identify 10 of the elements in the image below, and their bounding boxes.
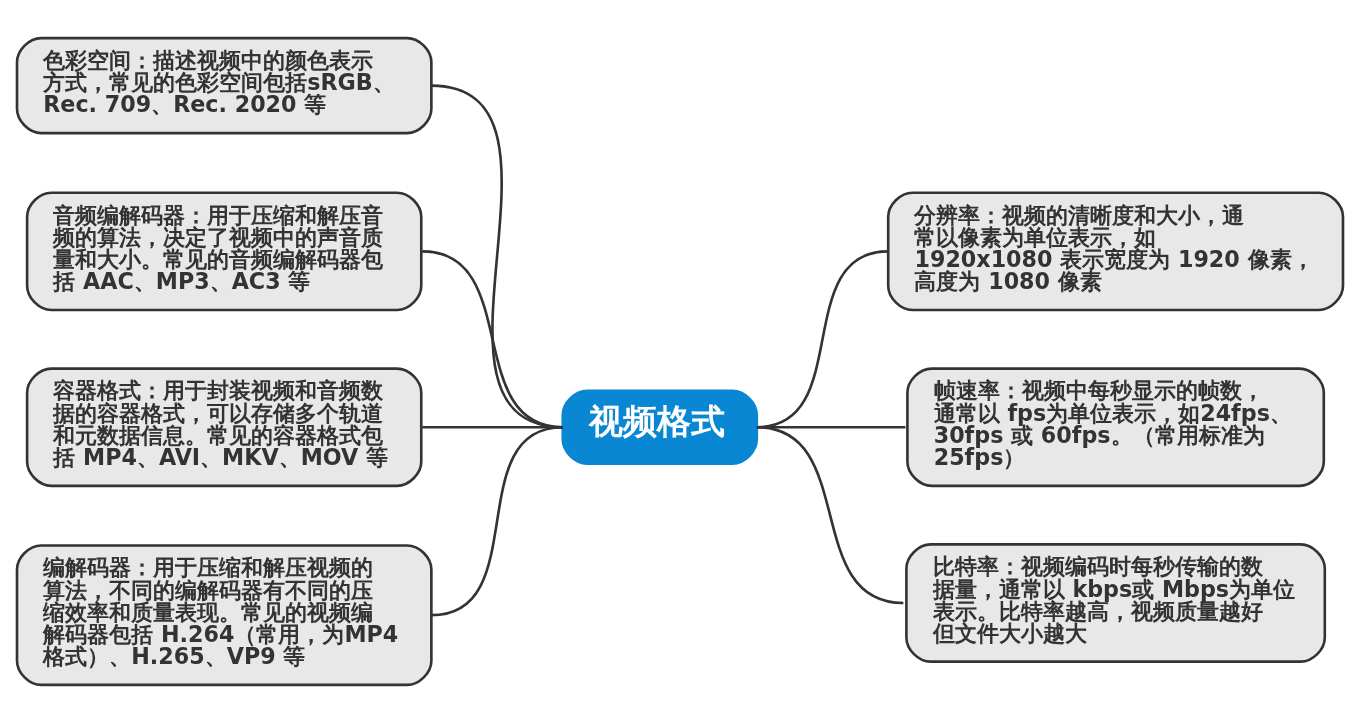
node-box: 分辨率：视频的清晰度和大小，通常以像素为单位表示，如1920x1080 表示宽度为 1920 像素，高度为 1080 像素: [886, 190, 1345, 311]
node-box: 帧速率：视频中每秒显示的帧数，通常以 fps为单位表示，如24fps、30fps 或 60fps。（常用标准为25fps）: [906, 366, 1326, 487]
node-box: 容器格式：用于封装视频和音频数据的容器格式，可以存储多个轨道和元数据信息。常见的容器格式包括 MP4、AVI、MKV、MOV 等: [25, 366, 423, 487]
connector: [431, 425, 563, 616]
node-box: 编解码器：用于压缩和解压视频的算法，不同的编解码器有不同的压缩效率和质量表现。常见的视频编解码器包括 H.264（常用，为MP4格式）、H.265、VP9 等: [15, 543, 433, 686]
node-box: 色彩空间：描述视频中的颜色表示方式，常见的色彩空间包括sRGB、Rec. 709、Rec. 2020 等: [15, 36, 433, 134]
connector: [756, 425, 904, 604]
node-box: 比特率：视频编码时每秒传输的数据量，通常以 kbps或 Mbps为单位表示。比特率越高，视频质量越好但文件大小越大: [905, 542, 1327, 663]
node-box: 视频格式: [561, 389, 759, 465]
node-box: 音频编解码器：用于压缩和解压音频的算法，决定了视频中的声音质量和大小。常见的音频编解码器包括 AAC、MP3、AC3 等: [25, 190, 423, 311]
